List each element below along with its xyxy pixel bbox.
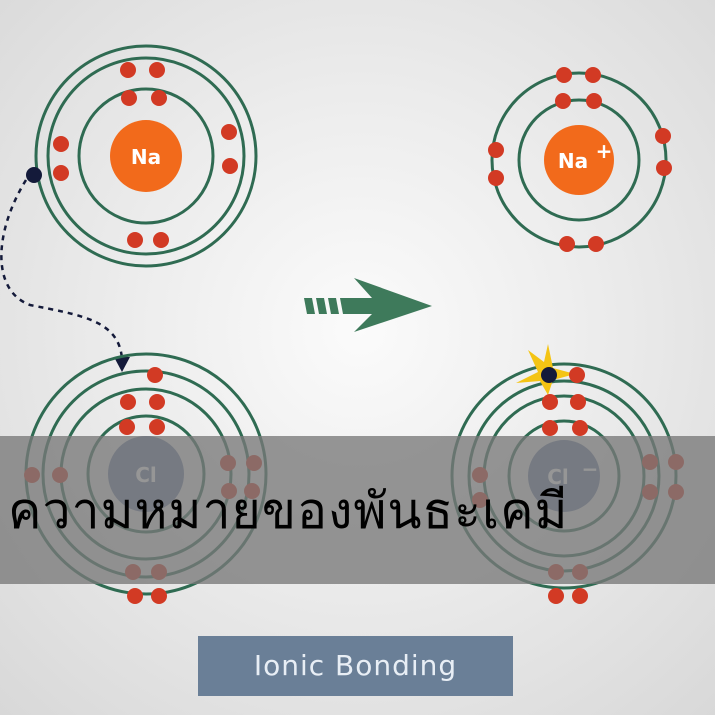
- sodium-ion-shell-inner: [517, 98, 641, 222]
- arrow-head: [340, 278, 432, 332]
- electron: [569, 367, 585, 383]
- electron: [151, 90, 167, 106]
- sodium-nucleus: [110, 120, 182, 192]
- electron: [586, 93, 602, 109]
- electron: [221, 124, 237, 140]
- sodium-ion-shell-outer: [490, 71, 668, 249]
- electron: [556, 67, 572, 83]
- electron: [121, 90, 137, 106]
- electron: [655, 128, 671, 144]
- overlay-title: ความหมายของพันธะเคมี: [8, 482, 569, 540]
- electron: [147, 367, 163, 383]
- electron: [127, 232, 143, 248]
- electron: [149, 394, 165, 410]
- electron: [119, 419, 135, 435]
- sodium-ion-nucleus: [544, 125, 614, 195]
- arrow-tail-stripe: [316, 298, 327, 314]
- sodium-shell-2: [46, 56, 246, 256]
- electron: [120, 394, 136, 410]
- electron: [585, 67, 601, 83]
- arrow-tail-stripe: [328, 298, 339, 314]
- caption-text: Ionic Bonding: [253, 649, 458, 682]
- electron-transfer-path: [0, 179, 124, 361]
- sodium-symbol: Na: [131, 145, 161, 169]
- electron: [222, 158, 238, 174]
- electron: [559, 236, 575, 252]
- electron: [542, 394, 558, 410]
- electron: [588, 236, 604, 252]
- sodium-shell-outer: [34, 44, 258, 268]
- gained-electron: [541, 367, 557, 383]
- electron: [149, 419, 165, 435]
- electron: [151, 588, 167, 604]
- transfer-arrowhead: [114, 357, 130, 372]
- title-overlay-band: [0, 436, 715, 584]
- electron: [555, 93, 571, 109]
- electron: [572, 420, 588, 436]
- sodium-ion: Na +: [488, 67, 672, 252]
- sodium-shell-inner: [77, 87, 215, 225]
- electron: [53, 136, 69, 152]
- electron: [488, 142, 504, 158]
- electron: [656, 160, 672, 176]
- sodium-atom: Na: [26, 44, 258, 268]
- electron: [548, 588, 564, 604]
- reaction-arrow: [304, 278, 432, 332]
- electron: [120, 62, 136, 78]
- electron: [149, 62, 165, 78]
- caption-box: Ionic Bonding: [198, 636, 513, 696]
- electron: [153, 232, 169, 248]
- electron: [542, 420, 558, 436]
- sodium-ion-charge: +: [596, 139, 613, 163]
- electron: [488, 170, 504, 186]
- electron: [572, 588, 588, 604]
- valence-electron: [26, 167, 42, 183]
- arrow-tail-stripe: [304, 298, 315, 314]
- electron: [53, 165, 69, 181]
- electron: [127, 588, 143, 604]
- electron: [570, 394, 586, 410]
- sodium-ion-symbol: Na: [558, 149, 588, 173]
